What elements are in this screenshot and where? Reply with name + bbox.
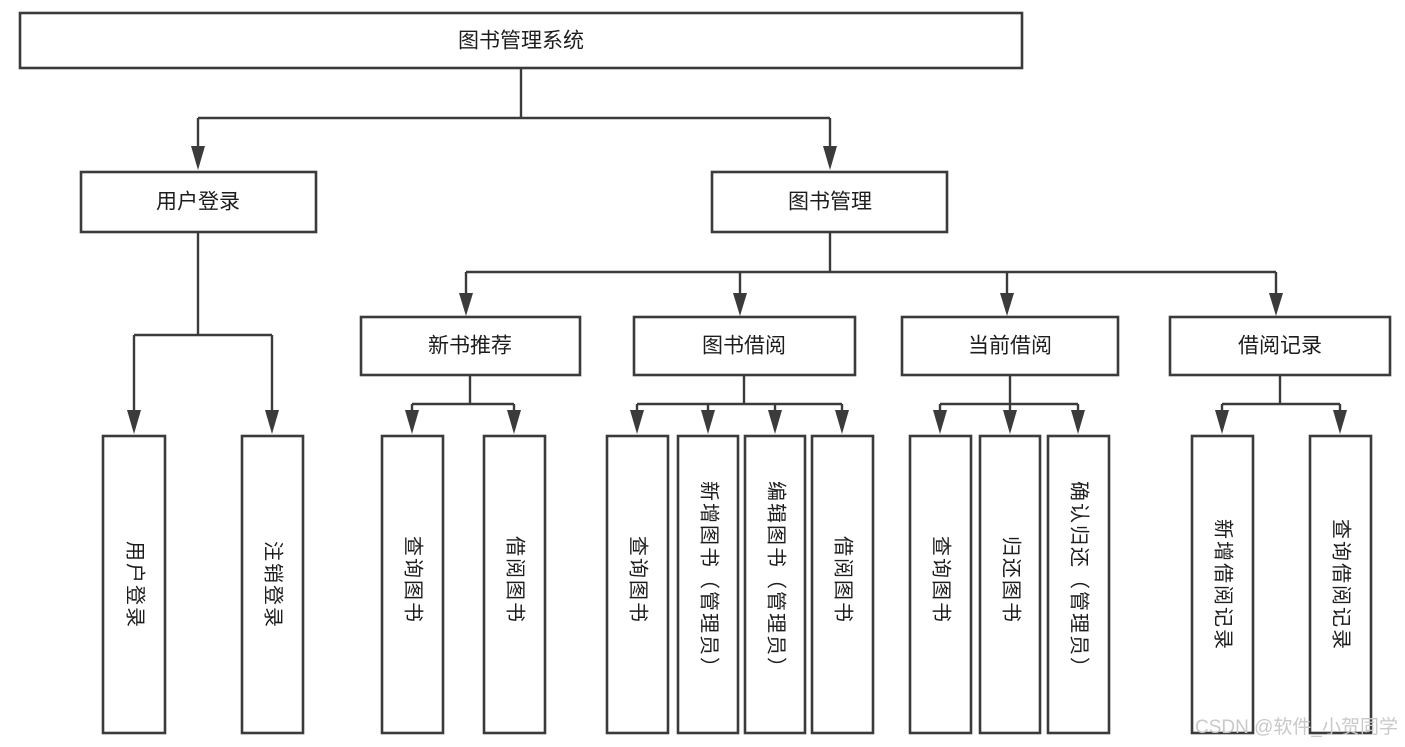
leaf-confirm-return-admin-label: 确认归还（管理员）	[1068, 481, 1091, 679]
leaf-borrow-book[interactable]: 借阅图书	[810, 434, 875, 735]
leaf-query-book-recommend-label: 查询图书	[402, 536, 425, 624]
node-book-management[interactable]: 图书管理	[710, 170, 949, 234]
leaf-user-login[interactable]: 用户登录	[101, 434, 167, 735]
arrow-head-icon	[1003, 410, 1017, 434]
arrow-head-icon	[933, 410, 947, 434]
leaf-borrow-book-label: 借阅图书	[832, 536, 855, 624]
arrow-head-icon	[265, 410, 279, 434]
arrow-head-icon	[701, 410, 715, 434]
node-user-login-box	[79, 170, 318, 234]
leaf-query-book-recommend-box	[380, 434, 445, 735]
leaf-user-login-box	[101, 434, 167, 735]
leaf-return-book-box	[978, 434, 1042, 735]
arrow-head-icon	[1071, 410, 1085, 434]
leaf-return-book-label: 归还图书	[1000, 536, 1023, 624]
arrow-head-icon	[1215, 410, 1229, 434]
node-book-management-label: 图书管理	[788, 191, 872, 214]
leaf-edit-book-admin-box	[743, 434, 807, 735]
arrow-head-icon	[1000, 293, 1014, 316]
leaf-logout-label: 注销登录	[262, 541, 285, 629]
node-current-borrow-label: 当前借阅	[968, 335, 1052, 358]
node-user-login-label: 用户登录	[156, 191, 240, 214]
node-new-book-recommend[interactable]: 新书推荐	[359, 315, 582, 377]
node-new-book-recommend-label: 新书推荐	[428, 335, 512, 358]
node-book-borrow-label: 图书借阅	[702, 335, 786, 358]
arrow-head-icon	[823, 146, 837, 170]
leaf-return-book[interactable]: 归还图书	[978, 434, 1042, 735]
leaf-query-borrow-record-box	[1308, 434, 1373, 735]
leaf-query-book-borrow-label: 查询图书	[627, 536, 650, 624]
leaf-add-borrow-record-label: 新增借阅记录	[1212, 519, 1235, 651]
leaf-query-book-borrow-box	[605, 434, 670, 735]
arrow-head-icon	[191, 146, 205, 170]
node-borrow-record-label: 借阅记录	[1238, 335, 1322, 358]
leaf-query-borrow-record-label: 查询借阅记录	[1330, 519, 1353, 651]
node-current-borrow[interactable]: 当前借阅	[900, 315, 1120, 377]
leaf-edit-book-admin[interactable]: 编辑图书（管理员）	[743, 434, 807, 735]
leaf-borrow-book-box	[810, 434, 875, 735]
arrow-head-icon	[733, 293, 747, 316]
arrow-head-icon	[405, 410, 419, 434]
node-user-login[interactable]: 用户登录	[79, 170, 318, 234]
leaf-confirm-return-admin-box	[1046, 434, 1111, 735]
leaf-add-book-admin-label: 新增图书（管理员）	[698, 481, 721, 679]
leaf-add-borrow-record-box	[1190, 434, 1255, 735]
leaf-borrow-book-recommend-box	[482, 434, 547, 735]
leaf-query-book-current-label: 查询图书	[930, 536, 953, 624]
leaf-borrow-book-recommend-label: 借阅图书	[504, 536, 527, 624]
arrow-head-icon	[768, 410, 782, 434]
watermark-label: CSDN @软件_小贺同学	[1195, 716, 1398, 738]
node-root-box	[18, 11, 1024, 70]
node-borrow-record-box	[1168, 315, 1392, 377]
leaf-query-book-borrow[interactable]: 查询图书	[605, 434, 670, 735]
leaf-add-book-admin-box	[676, 434, 740, 735]
leaf-borrow-book-recommend[interactable]: 借阅图书	[482, 434, 547, 735]
leaf-logout-box	[240, 434, 305, 735]
arrow-head-icon	[507, 410, 521, 434]
leaf-logout[interactable]: 注销登录	[240, 434, 305, 735]
leaf-query-book-recommend[interactable]: 查询图书	[380, 434, 445, 735]
node-book-borrow[interactable]: 图书借阅	[632, 315, 857, 377]
leaf-query-book-current-box	[908, 434, 973, 735]
leaf-add-book-admin[interactable]: 新增图书（管理员）	[676, 434, 740, 735]
node-root-label: 图书管理系统	[458, 30, 584, 53]
node-book-borrow-box	[632, 315, 857, 377]
node-borrow-record[interactable]: 借阅记录	[1168, 315, 1392, 377]
leaf-edit-book-admin-label: 编辑图书（管理员）	[765, 481, 788, 679]
node-new-book-recommend-box	[359, 315, 582, 377]
edges-group	[127, 68, 1347, 434]
leaf-user-login-label: 用户登录	[124, 541, 147, 629]
arrow-head-icon	[1333, 410, 1347, 434]
arrow-head-icon	[835, 410, 849, 434]
leaf-query-borrow-record[interactable]: 查询借阅记录	[1308, 434, 1373, 735]
node-root-system[interactable]: 图书管理系统	[18, 11, 1024, 70]
node-current-borrow-box	[900, 315, 1120, 377]
arrow-head-icon	[1269, 293, 1283, 316]
arrow-head-icon	[630, 410, 644, 434]
leaf-query-book-current[interactable]: 查询图书	[908, 434, 973, 735]
arrow-head-icon	[459, 293, 473, 316]
arrow-head-icon	[127, 410, 141, 434]
node-book-management-box	[710, 170, 949, 234]
leaf-confirm-return-admin[interactable]: 确认归还（管理员）	[1046, 434, 1111, 735]
leaf-add-borrow-record[interactable]: 新增借阅记录	[1190, 434, 1255, 735]
